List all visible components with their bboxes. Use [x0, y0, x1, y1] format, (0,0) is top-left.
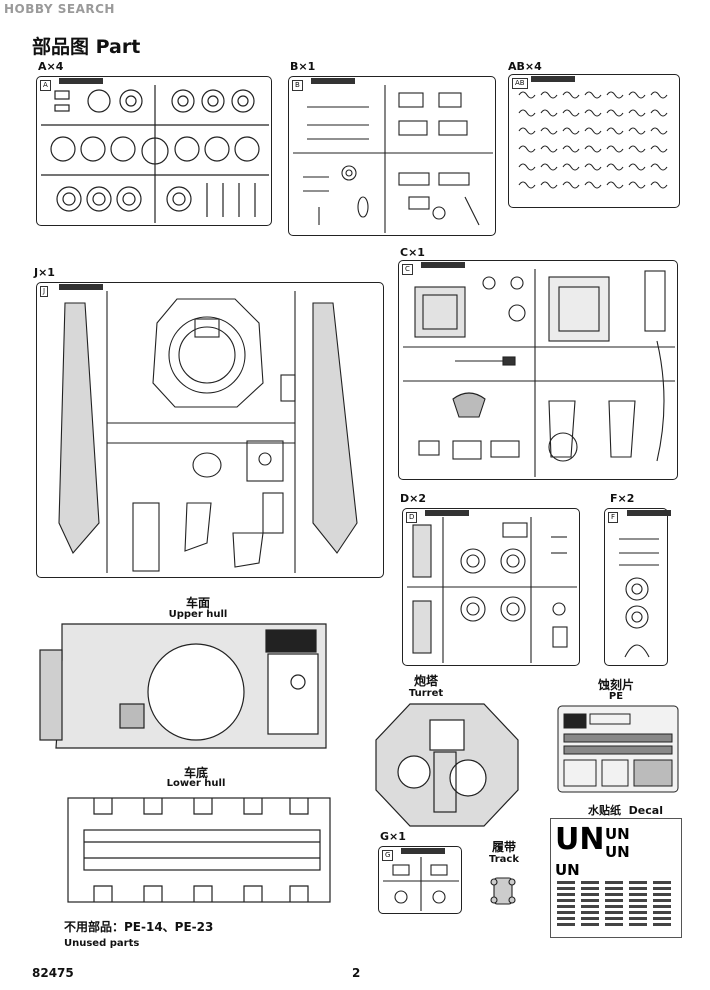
sprue-g-tag: G	[382, 850, 394, 861]
sprue-d-drawing	[407, 517, 577, 663]
sprue-b-label: B×1	[290, 60, 316, 73]
upper-hull-cn: 车面	[185, 596, 210, 610]
pe-fret-drawing	[557, 705, 679, 793]
sprue-a-label: A×4	[38, 60, 64, 73]
upper-hull-drawing	[39, 623, 327, 749]
sprue-c-label: C×1	[400, 246, 425, 259]
sprue-d-label: D×2	[400, 492, 427, 505]
unused-parts-cn: 不用部品：PE-14、PE-23	[64, 920, 214, 934]
sprue-j-tag: J	[40, 286, 49, 297]
sprue-ab-label: AB×4	[508, 60, 542, 73]
sprue-b-drawing	[293, 85, 493, 233]
decal-cn: 水贴纸	[588, 804, 621, 817]
sprue-a-drawing	[41, 85, 269, 223]
sprue-g-drawing	[383, 857, 459, 911]
turret-cn: 炮塔	[413, 674, 438, 688]
decal-un-large: UN	[555, 822, 605, 857]
sprue-a: A	[36, 76, 272, 226]
decal-marks	[557, 881, 671, 926]
footer-page-number: 2	[352, 966, 361, 980]
sprue-f-label: F×2	[610, 492, 635, 505]
track-link-drawing	[490, 877, 516, 905]
sprue-g-label: G×1	[380, 830, 406, 843]
turret-drawing	[375, 703, 519, 827]
sprue-j: J	[36, 282, 384, 578]
sprue-c-drawing	[403, 269, 675, 477]
watermark: HOBBY SEARCH	[4, 2, 115, 16]
sprue-b: B	[288, 76, 496, 236]
lower-hull-en: Lower hull	[166, 778, 226, 789]
decal-un-small-3: UN	[555, 861, 580, 879]
page-title: 部品图 Part	[32, 36, 141, 58]
sprue-f-tag: F	[608, 512, 619, 523]
decal-caption: 水贴纸 Decal	[588, 802, 698, 818]
sprue-c: C	[398, 260, 678, 480]
lower-hull-drawing	[67, 797, 331, 903]
sprue-b-tag: B	[292, 80, 303, 91]
turret-en: Turret	[408, 688, 444, 699]
decal-sheet: UN UN UN UN	[550, 818, 682, 938]
track-en: Track	[489, 854, 519, 865]
sprue-c-tag: C	[402, 264, 413, 275]
upper-hull-en: Upper hull	[168, 609, 228, 620]
decal-un-small-2: UN	[605, 843, 630, 861]
sprue-j-label: J×1	[34, 266, 55, 279]
sprue-f-drawing	[619, 538, 659, 658]
track-cn: 履带	[491, 840, 516, 854]
unused-parts-en: Unused parts	[64, 938, 140, 949]
pe-cn: 蚀刻片	[597, 678, 634, 692]
footer-product-code: 82475	[32, 966, 74, 980]
sprue-g: G	[378, 846, 462, 914]
decal-un-small-1: UN	[605, 825, 630, 843]
pe-en: PE	[608, 691, 624, 702]
decal-en: Decal	[628, 804, 663, 817]
sprue-ab-tag: AB	[512, 78, 528, 89]
lower-hull-cn: 车底	[183, 766, 208, 780]
sprue-ab: AB	[508, 74, 680, 208]
sprue-d-tag: D	[406, 512, 418, 523]
sprue-d: D	[402, 508, 580, 666]
sprue-a-tag: A	[40, 80, 51, 91]
sprue-j-drawing	[58, 291, 358, 573]
sprue-ab-drawing	[518, 91, 668, 189]
sprue-f: F	[604, 508, 671, 666]
